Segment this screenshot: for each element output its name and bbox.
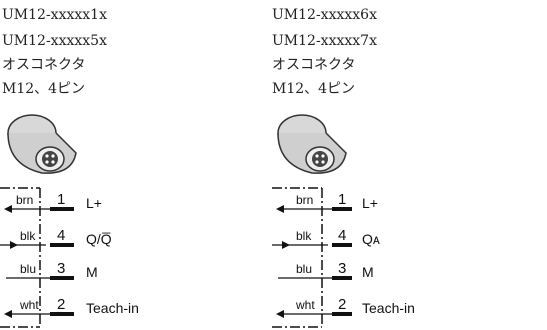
right-connector-type: オスコネクタ [272,57,356,73]
signal-function: M [362,264,374,280]
pin-number: 4 [338,227,347,244]
wire-color-label: wht [296,298,315,312]
signal-function: Teach-in [86,300,139,316]
wire-color-label: blu [20,262,37,276]
right-wire-3: blu 3 M [272,260,472,284]
pin-number: 2 [57,296,66,313]
left-model-line-1: UM12-xxxxx1x [2,7,107,23]
signal-function: M [86,264,98,280]
pin-number: 3 [57,260,66,277]
pin-number: 3 [338,260,347,277]
pin-number: 1 [338,191,347,208]
right-wire-1: brn 1 L+ [272,191,472,215]
wire-color-label: brn [296,193,314,207]
left-connector-type: オスコネクタ [2,57,86,73]
signal-function: L+ [362,195,378,211]
wire-color-label: blk [296,229,312,243]
wire-color-label: wht [20,298,39,312]
wire-color-label: blk [20,229,36,243]
left-wire-1: brn 1 L+ [0,191,200,215]
left-model-line-2: UM12-xxxxx5x [2,33,107,49]
m12-connector-icon [277,114,347,174]
right-model-line-1: UM12-xxxxx6x [272,7,377,23]
left-wire-4: wht 2 Teach-in [0,296,200,320]
signal-function: Teach-in [362,300,415,316]
pin-number: 2 [338,296,347,313]
left-wiring-lines [0,187,74,328]
right-model-line-2: UM12-xxxxx7x [272,33,377,49]
right-connector-spec: M12、4ピン [272,81,356,97]
m12-connector-icon [7,114,77,174]
pin-number: 4 [57,227,66,244]
pin-number: 1 [57,191,66,208]
left-wire-2: blk 4 Q/Q̅ [0,227,200,251]
wire-color-label: brn [16,193,34,207]
right-wire-2: blk 4 Qᴀ [272,227,472,251]
left-connector-spec: M12、4ピン [2,81,86,97]
wire-color-label: blu [296,262,313,276]
right-wiring-lines [272,187,352,328]
signal-function: Qᴀ [362,231,380,247]
signal-function: Q/Q̅ [86,231,112,247]
signal-function: L+ [86,195,102,211]
left-wire-3: blu 3 M [0,260,200,284]
right-wire-4: wht 2 Teach-in [272,296,472,320]
